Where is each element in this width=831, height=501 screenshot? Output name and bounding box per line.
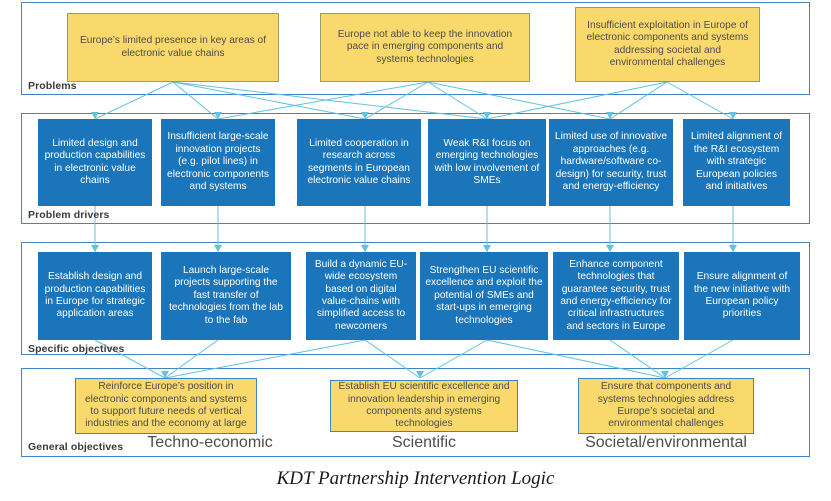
specific-objective-box-1[interactable]: Establish design and production capabili… xyxy=(38,252,152,340)
label-problems: Problems xyxy=(28,80,77,92)
pillar-techno-economic: Techno-economic xyxy=(147,434,273,451)
label-general-objectives: General objectives xyxy=(28,441,124,453)
general-objective-box-1-text: Reinforce Europe’s position in electroni… xyxy=(85,381,247,430)
figure-caption: KDT Partnership Intervention Logic xyxy=(276,468,555,489)
driver-box-4[interactable]: Weak R&I focus on emerging technologies … xyxy=(428,119,546,206)
driver-box-6-text: Limited alignment of the R&I ecosystem w… xyxy=(690,131,783,193)
problem-box-3[interactable]: Insufficient exploitation in Europe of e… xyxy=(575,7,760,82)
problem-box-1-text: Europe’s limited presence in key areas o… xyxy=(79,35,267,59)
specific-objective-box-2[interactable]: Launch large-scale projects supporting t… xyxy=(161,252,291,340)
specific-objective-box-5[interactable]: Enhance component technologies that guar… xyxy=(553,252,679,340)
specific-objective-box-5-text: Enhance component technologies that guar… xyxy=(560,258,672,332)
driver-box-5[interactable]: Limited use of innovative approaches (e.… xyxy=(549,119,673,206)
general-objective-box-2-text: Establish EU scientific excellence and i… xyxy=(338,381,510,430)
specific-objective-box-3[interactable]: Build a dynamic EU-wide ecosystem based … xyxy=(306,252,416,340)
problem-box-2-text: Europe not able to keep the innovation p… xyxy=(337,28,513,65)
specific-objective-box-3-text: Build a dynamic EU-wide ecosystem based … xyxy=(314,258,408,332)
driver-box-5-text: Limited use of innovative approaches (e.… xyxy=(554,131,668,193)
driver-box-6[interactable]: Limited alignment of the R&I ecosystem w… xyxy=(683,119,790,206)
specific-objective-box-4-text: Strengthen EU scientific excellence and … xyxy=(425,264,543,326)
pillar-societal-environmental: Societal/environmental xyxy=(585,434,747,451)
general-objective-box-2[interactable]: Establish EU scientific excellence and i… xyxy=(330,380,518,432)
driver-box-1[interactable]: Limited design and production capabiliti… xyxy=(38,119,152,206)
label-specific-objectives: Specific objectives xyxy=(28,343,125,355)
general-objective-box-3[interactable]: Ensure that components and systems techn… xyxy=(578,378,754,434)
driver-box-2[interactable]: Insufficient large-scale innovation proj… xyxy=(161,119,275,206)
general-objective-box-3-text: Ensure that components and systems techn… xyxy=(597,381,735,430)
specific-objective-box-6-text: Ensure alignment of the new initiative w… xyxy=(693,271,791,320)
driver-box-3[interactable]: Limited cooperation in research across s… xyxy=(297,119,421,206)
driver-box-4-text: Weak R&I focus on emerging technologies … xyxy=(434,137,540,186)
problem-box-3-text: Insufficient exploitation in Europe of e… xyxy=(586,19,749,68)
driver-box-3-text: Limited cooperation in research across s… xyxy=(307,137,411,186)
problem-box-1[interactable]: Europe’s limited presence in key areas o… xyxy=(67,13,279,82)
specific-objective-box-4[interactable]: Strengthen EU scientific excellence and … xyxy=(420,252,548,340)
specific-objective-box-2-text: Launch large-scale projects supporting t… xyxy=(169,264,283,326)
driver-box-2-text: Insufficient large-scale innovation proj… xyxy=(167,131,269,193)
pillar-scientific: Scientific xyxy=(391,434,457,451)
label-problem-drivers: Problem drivers xyxy=(28,209,110,221)
problem-box-2[interactable]: Europe not able to keep the innovation p… xyxy=(320,13,530,82)
specific-objective-box-6[interactable]: Ensure alignment of the new initiative w… xyxy=(684,252,800,340)
driver-box-1-text: Limited design and production capabiliti… xyxy=(44,137,146,186)
specific-objective-box-1-text: Establish design and production capabili… xyxy=(44,271,146,320)
general-objective-box-1[interactable]: Reinforce Europe’s position in electroni… xyxy=(75,378,257,434)
